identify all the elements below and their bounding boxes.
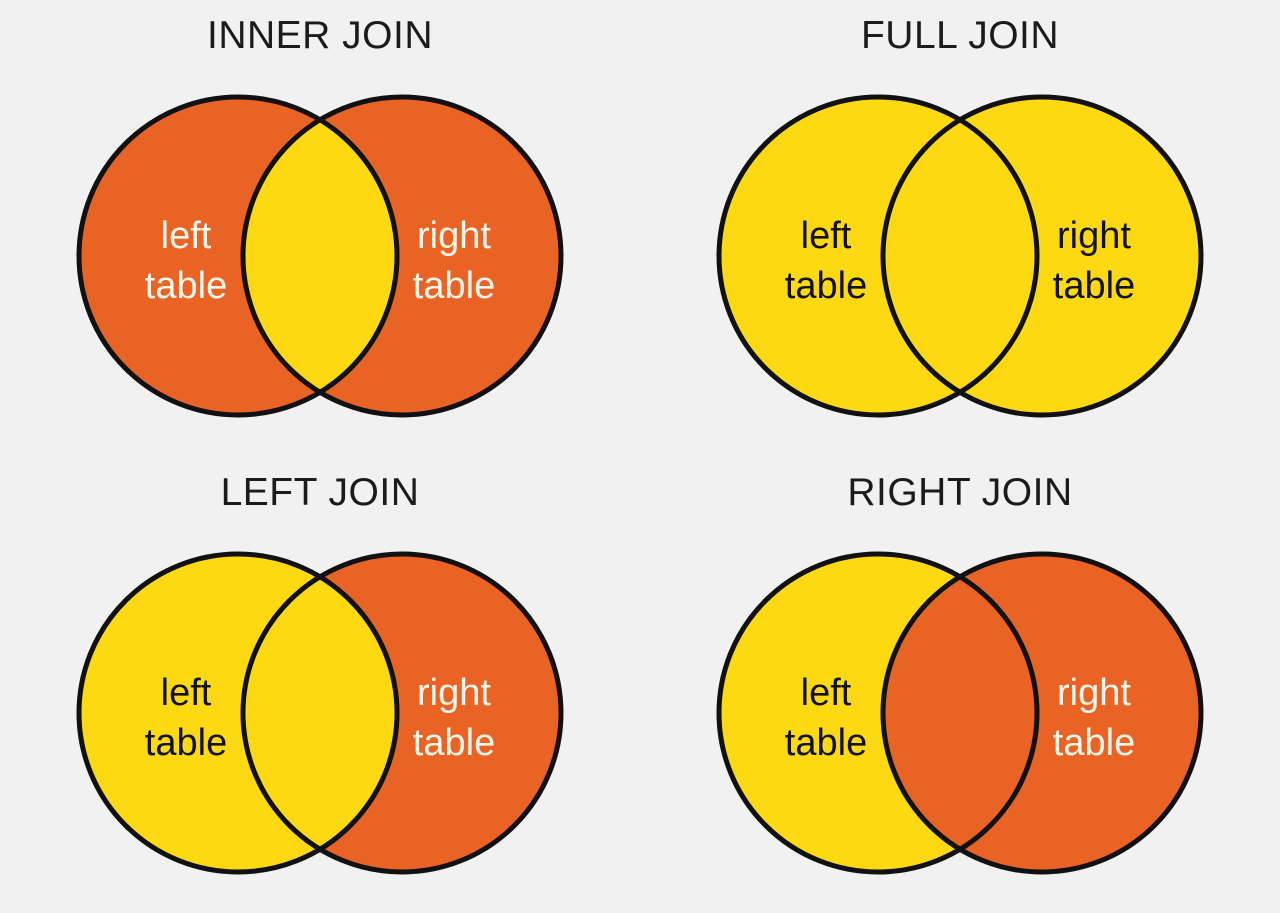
right-circle-outline: [880, 94, 1204, 418]
left-table-label-line1: left: [801, 215, 852, 257]
right-table-label-line2: table: [413, 265, 495, 307]
intersection-fill: [243, 97, 397, 415]
left-table-label-line1: left: [161, 672, 212, 714]
right-circle-outline: [880, 551, 1204, 875]
venn-diagram-left-join: left table right table: [0, 543, 640, 888]
left-table-label-line2: table: [145, 722, 227, 764]
left-table-label-line2: table: [785, 265, 867, 307]
intersection-fill: [883, 554, 1037, 872]
venn-diagram-inner-join: left table right table: [0, 86, 640, 431]
intersection-fill: [243, 554, 397, 872]
venn-diagram-right-join: left table right table: [640, 543, 1280, 888]
venn-svg: left table right table: [76, 551, 564, 875]
venn-svg: left table right table: [716, 551, 1204, 875]
right-table-label-line1: right: [1057, 672, 1131, 714]
left-table-label-line2: table: [145, 265, 227, 307]
right-circle-outline: [240, 94, 564, 418]
intersection-fill: [883, 97, 1037, 415]
panel-title: LEFT JOIN: [220, 471, 420, 514]
venn-svg: left table right table: [716, 94, 1204, 418]
panel-title: FULL JOIN: [860, 14, 1060, 57]
right-table-label-line1: right: [417, 672, 491, 714]
right-table-label-line1: right: [1057, 215, 1131, 257]
join-panel-full-join: FULL JOIN left table right table: [640, 0, 1280, 456]
right-table-label-line1: right: [417, 215, 491, 257]
join-panel-right-join: RIGHT JOIN left table right table: [640, 457, 1280, 913]
join-panel-left-join: LEFT JOIN left table right table: [0, 457, 640, 913]
venn-svg: left table right table: [76, 94, 564, 418]
join-panel-inner-join: INNER JOIN left table right table: [0, 0, 640, 456]
left-table-label-line2: table: [785, 722, 867, 764]
left-circle-outline: [716, 551, 1040, 875]
left-circle-outline: [76, 94, 400, 418]
right-table-label-line2: table: [1053, 265, 1135, 307]
panel-title: RIGHT JOIN: [847, 471, 1073, 514]
right-table-label-line2: table: [1053, 722, 1135, 764]
panel-title: INNER JOIN: [206, 14, 433, 57]
right-circle-outline: [240, 551, 564, 875]
left-table-label-line1: left: [801, 672, 852, 714]
left-circle-outline: [76, 551, 400, 875]
venn-diagram-full-join: left table right table: [640, 86, 1280, 431]
right-table-label-line2: table: [413, 722, 495, 764]
left-circle-outline: [716, 94, 1040, 418]
left-table-label-line1: left: [161, 215, 212, 257]
